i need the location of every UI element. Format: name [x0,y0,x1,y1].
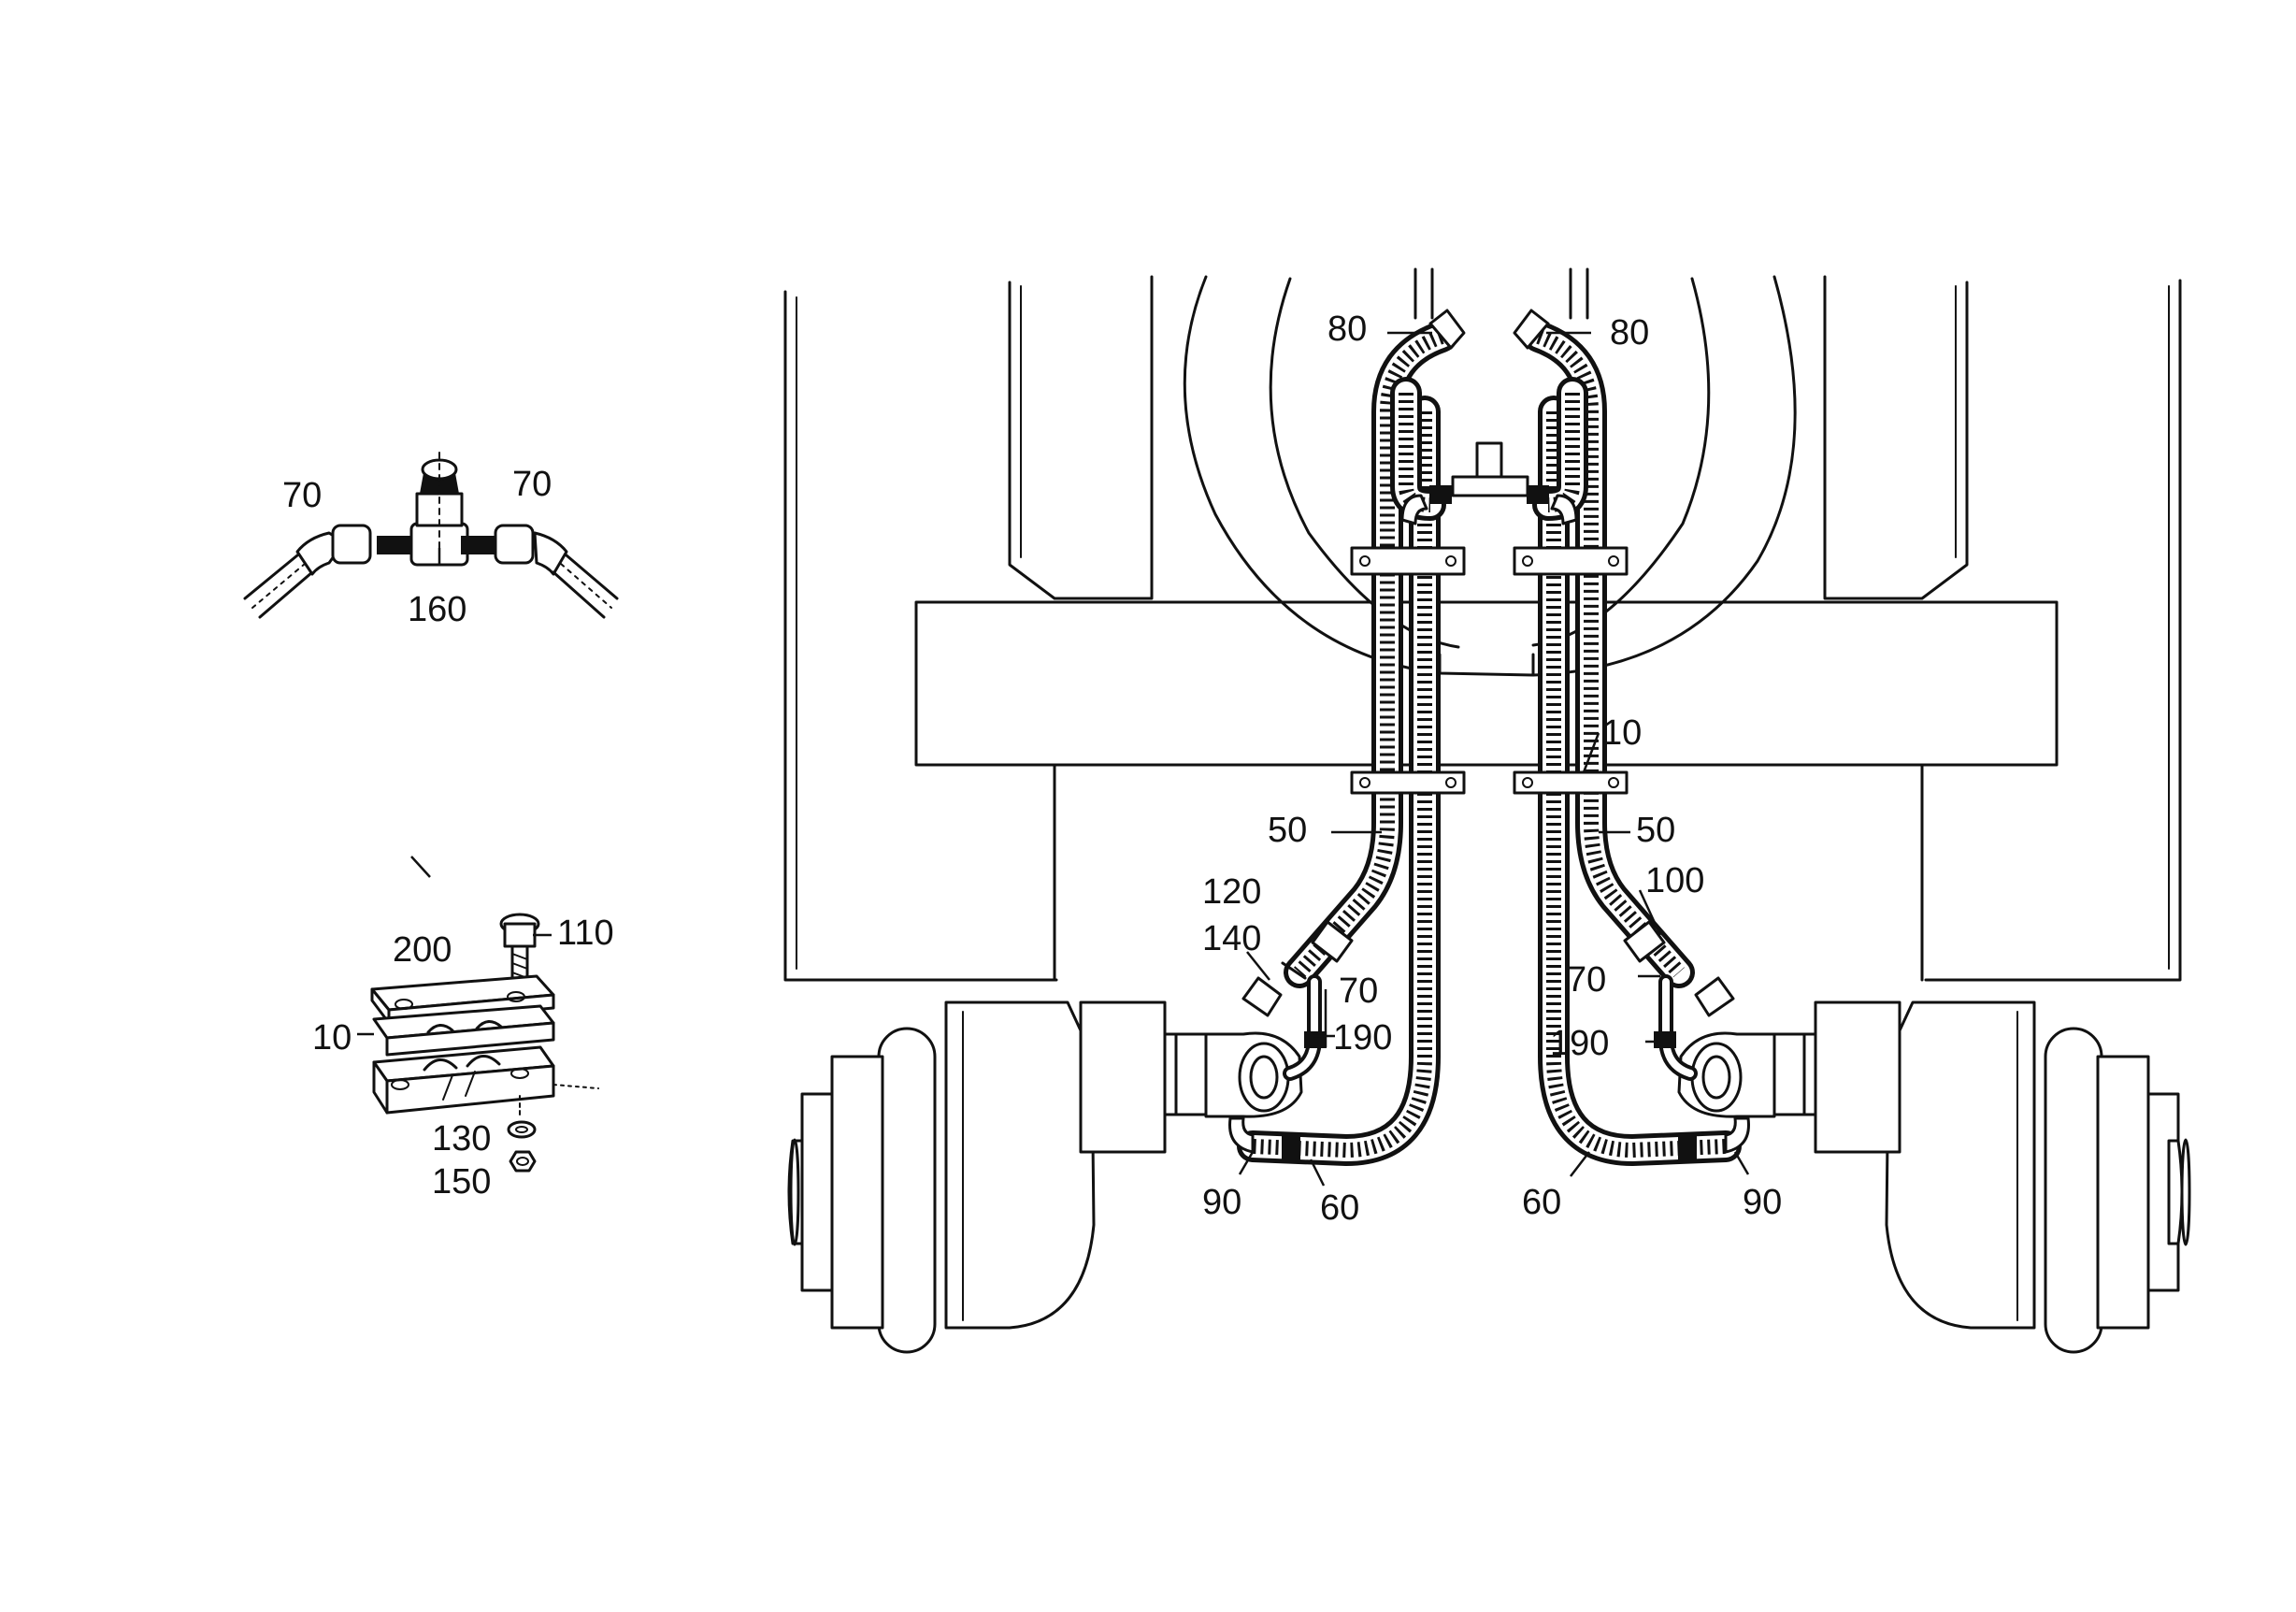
callout-10-clamp: 10 [312,1018,352,1058]
callout-90-left: 90 [1202,1183,1241,1222]
callout-50-left: 50 [1268,811,1307,850]
callout-70-main-right: 70 [1567,960,1606,1000]
right-hose-50 [1523,321,1695,988]
callout-190-left: 190 [1333,1018,1392,1058]
callout-150: 150 [432,1162,491,1202]
callout-90-right: 90 [1743,1183,1782,1222]
callout-60-right: 60 [1522,1183,1561,1222]
left-hose-60 [1237,396,1441,1166]
fittings [1228,309,1750,1162]
callout-70-tee-right: 70 [512,465,552,504]
frame-outline [783,267,2182,982]
callout-80-right: 80 [1610,313,1649,353]
left-hose-50 [1284,321,1457,988]
callout-10-main: 10 [1602,713,1642,753]
callout-200: 200 [393,930,452,970]
callout-160: 160 [408,590,466,629]
callout-190-right: 190 [1550,1024,1609,1063]
callout-60-left: 60 [1320,1188,1359,1228]
hose-clamp-detail [370,913,599,1173]
callout-120: 120 [1202,872,1261,912]
callout-140: 140 [1202,919,1261,958]
callout-80-left: 80 [1327,309,1367,349]
callout-100: 100 [1645,861,1704,900]
callout-labels: 70 70 160 200 110 10 130 150 80 80 10 50… [282,309,1782,1228]
callout-110: 110 [557,914,614,953]
callout-70-main-left: 70 [1339,972,1378,1011]
right-wheel-assembly [1677,1000,2191,1354]
right-hose-60 [1538,396,1742,1166]
leader-lines [357,331,1750,1187]
left-wheel-assembly [787,1000,1303,1354]
callout-130: 130 [432,1119,491,1159]
callout-50-right: 50 [1636,811,1675,850]
callout-70-tee-left: 70 [282,476,322,515]
